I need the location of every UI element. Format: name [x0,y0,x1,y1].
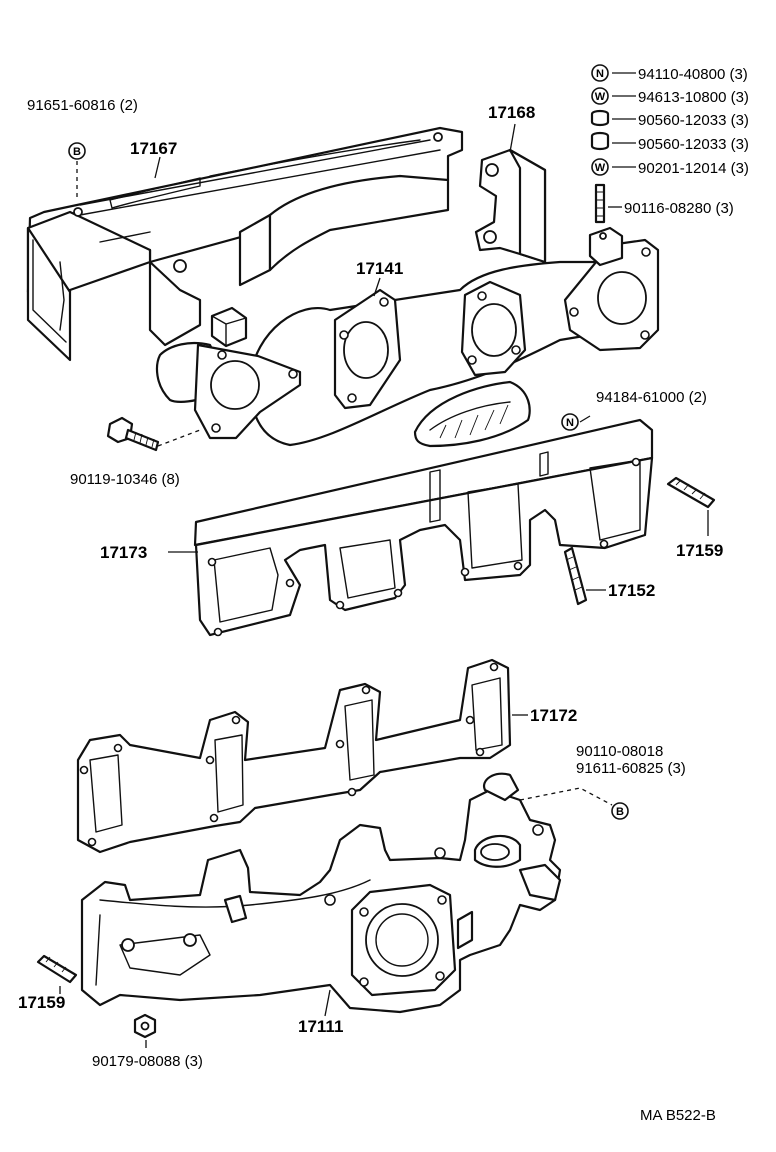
diagram-code: MA B522-B [640,1107,716,1124]
label-17167: 17167 [130,139,177,158]
intake-manifold-17111 [80,772,562,1014]
label-17141: 17141 [356,259,403,278]
label-17159-bottom: 17159 [18,993,65,1012]
label-91651: 91651-60816 (2) [27,97,138,114]
heat-insulator-17167 [26,126,464,362]
bolt-90119 [106,416,160,452]
label-91611: 91611-60825 (3) [576,760,686,777]
nut-90179 [133,1013,157,1039]
stud-17152 [563,546,588,606]
hardware-symbol-4: W [595,162,606,174]
hardware-part-1: 94613-10800 (3) [638,89,749,106]
label-17152: 17152 [608,581,655,600]
leader-lines [59,72,709,1048]
svg-text:N: N [566,417,574,429]
hardware-part-2: 90560-12033 (3) [638,112,749,129]
hardware-part-5: 90116-08280 (3) [624,200,734,217]
label-17173: 17173 [100,543,147,562]
hardware-icons [590,64,610,224]
b-symbol-bottom: B [611,802,629,820]
hardware-list: N W W 94110-40800 (3) 94613-10800 (3) 90… [595,66,749,217]
part-labels: 91651-60816 (2) 17167 17168 17141 90119-… [18,97,723,1124]
b-symbol-top: B [68,142,86,160]
n-symbol: N [561,413,579,431]
bracket-17168 [474,148,547,264]
label-90179: 90179-08088 (3) [92,1053,203,1070]
hardware-symbol-0: N [596,68,604,80]
label-17111: 17111 [298,1017,343,1036]
label-90110: 90110-08018 [576,743,663,760]
label-17168: 17168 [488,103,535,122]
exhaust-manifold-17141 [155,226,660,448]
stud-17159-top [666,476,716,509]
label-94184: 94184-61000 (2) [596,389,707,406]
label-90119: 90119-10346 (8) [70,471,180,488]
hardware-part-3: 90560-12033 (3) [638,136,749,153]
label-17172: 17172 [530,706,577,725]
svg-text:B: B [73,146,81,158]
hardware-part-0: 94110-40800 (3) [638,66,748,83]
label-17159-top: 17159 [676,541,723,560]
hardware-symbol-1: W [595,91,606,103]
hardware-part-4: 90201-12014 (3) [638,160,749,177]
gasket-17172 [76,658,512,854]
gasket-17173 [193,418,654,637]
stud-17159-bottom [36,954,78,984]
svg-text:B: B [616,806,624,818]
